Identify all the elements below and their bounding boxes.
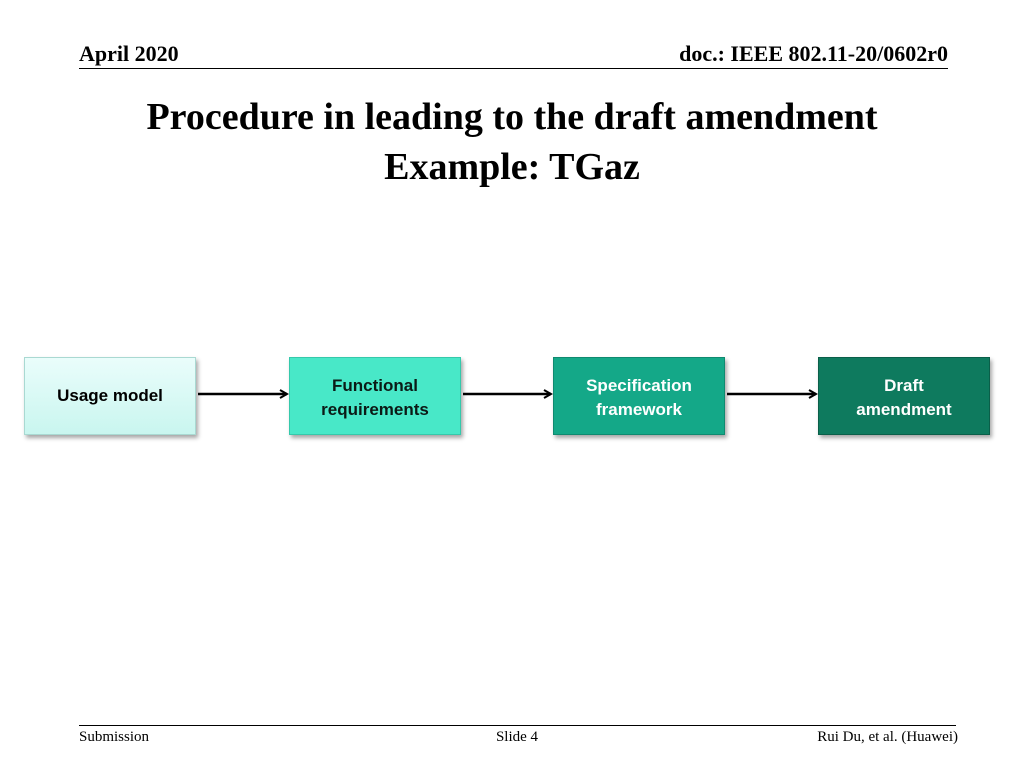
- box-functional-requirements-line-1: Functional: [332, 376, 418, 395]
- slide-title-line-1: Procedure in leading to the draft amendm…: [146, 96, 878, 138]
- box-usage-model: Usage model: [24, 357, 196, 435]
- box-specification-framework: Specification framework: [553, 357, 725, 435]
- slide-title: Procedure in leading to the draft amendm…: [0, 92, 1024, 192]
- header-doc-id: doc.: IEEE 802.11-20/0602r0: [679, 41, 948, 66]
- box-functional-requirements-line-2: requirements: [321, 400, 429, 419]
- box-draft-amendment-line-1: Draft: [884, 376, 924, 395]
- box-specification-framework-line-2: framework: [596, 400, 682, 419]
- footer-slide-number: Slide 4: [495, 729, 539, 745]
- box-draft-amendment-line-2: amendment: [856, 400, 952, 419]
- footer-submission: Submission: [79, 729, 150, 745]
- box-functional-requirements: Functional requirements: [289, 357, 461, 435]
- slide-title-line-2: Example: TGaz: [384, 146, 640, 188]
- footer-author: Rui Du, et al. (Huawei): [817, 729, 958, 745]
- header-date: April 2020: [79, 41, 179, 66]
- box-usage-model-label: Usage model: [57, 386, 163, 405]
- header-divider: [79, 68, 948, 69]
- box-specification-framework-line-1: Specification: [586, 376, 692, 395]
- footer-divider: [79, 725, 956, 726]
- box-draft-amendment: Draft amendment: [818, 357, 990, 435]
